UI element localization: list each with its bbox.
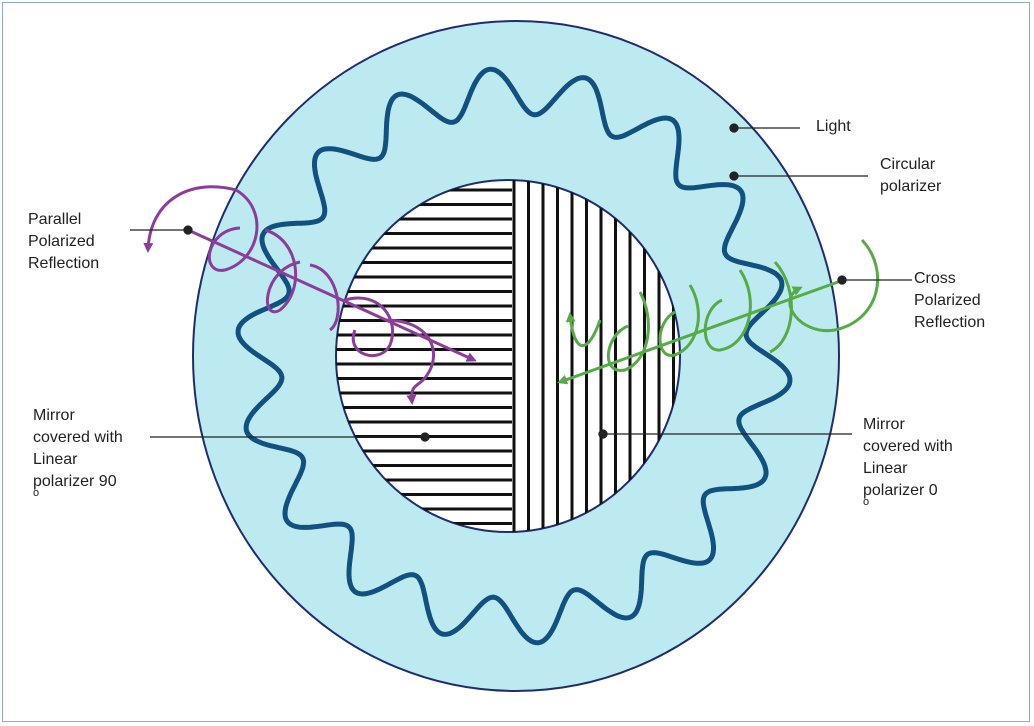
parallel-reflection-helix [143,185,477,405]
light-label: Light [816,118,851,135]
cross-reflection-helix [557,238,879,385]
circular-polarizer-wave [235,66,793,646]
cross-reflection-label: Cross Polarized Reflection [914,270,986,331]
parallel-reflection-label: Parallel Polarized Reflection [28,211,100,272]
mirror-0-label: Mirror covered with Linear polarizer 0o [863,416,953,508]
circular-polarizer-label: Circular polarizer [880,156,942,195]
leader-lines [130,123,912,442]
mirror-disc [335,179,681,533]
mirror-90-label: Mirror covered with Linear polarizer 90o [33,407,123,499]
